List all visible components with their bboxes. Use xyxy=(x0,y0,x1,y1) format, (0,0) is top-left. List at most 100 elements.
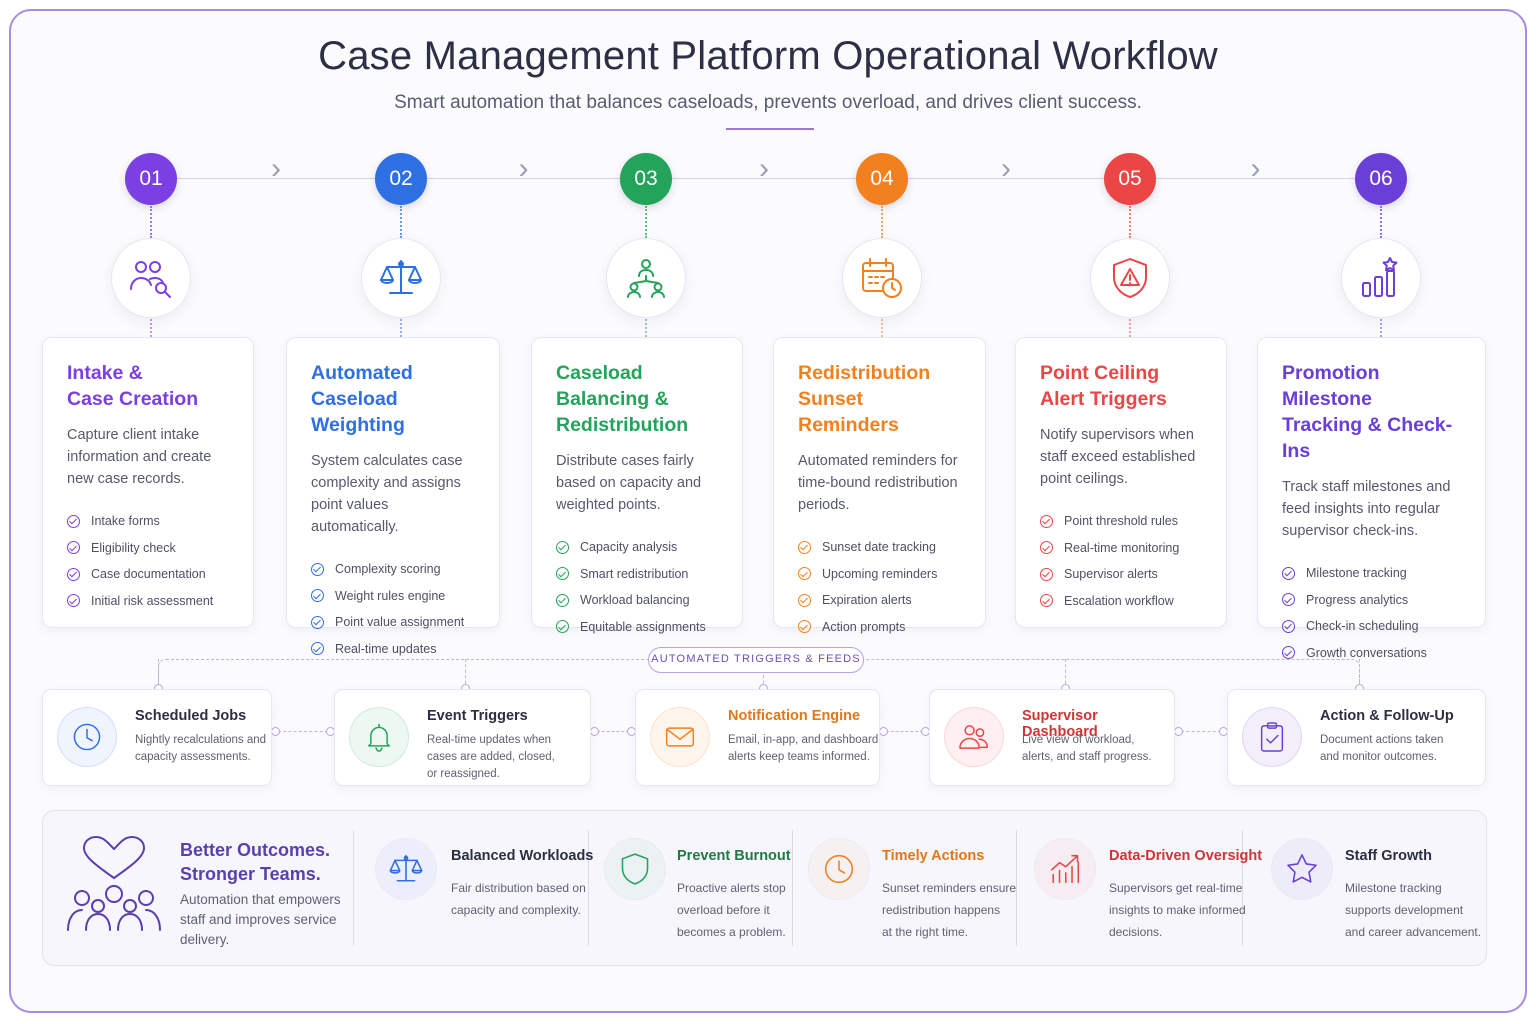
feature-label: Equitable assignments xyxy=(580,619,706,634)
triggers-label: AUTOMATED TRIGGERS & FEEDS xyxy=(648,647,864,673)
scale-icon xyxy=(375,838,437,900)
benefit-title: Timely Actions xyxy=(882,848,985,864)
step-dashed-line xyxy=(1129,206,1131,238)
trigger-connector xyxy=(597,731,629,732)
trigger-desc-line: or reassigned. xyxy=(427,768,500,780)
trigger-feed-line xyxy=(158,659,159,689)
step-title-line: Case Creation xyxy=(67,388,199,410)
step-dashed-line xyxy=(1380,206,1382,238)
step-number-4: 04 xyxy=(856,153,908,205)
page-subtitle: Smart automation that balances caseloads… xyxy=(394,92,1142,113)
feature-item: Upcoming reminders xyxy=(798,561,961,588)
benefit-desc-line: supports development xyxy=(1345,903,1464,917)
benefit-desc-line: at the right time. xyxy=(882,925,969,939)
benefit-desc-line: Supervisors get real-time xyxy=(1109,881,1243,895)
benefit-desc-line: overload before it xyxy=(677,903,770,917)
trigger-desc-line: cases are added, closed, xyxy=(427,751,555,763)
step-connector xyxy=(1156,178,1355,179)
step-description: Automated reminders for time-bound redis… xyxy=(798,453,958,513)
feature-item: Real-time monitoring xyxy=(1040,535,1202,562)
scale-icon xyxy=(361,238,441,318)
outcomes-panel xyxy=(42,810,1487,966)
feature-label: Point threshold rules xyxy=(1064,514,1178,529)
clipboard-check-icon xyxy=(1242,707,1302,767)
trigger-title: Notification Engine xyxy=(728,708,861,724)
panel-divider xyxy=(1016,830,1017,946)
benefit-desc-line: and career advancement. xyxy=(1345,925,1482,939)
panel-divider xyxy=(588,830,589,946)
feature-item: Smart redistribution xyxy=(556,561,718,588)
step-dashed-line xyxy=(645,206,647,238)
benefit-desc-line: becomes a problem. xyxy=(677,925,786,939)
feature-label: Case documentation xyxy=(91,567,206,582)
trigger-feed-line xyxy=(1065,659,1066,689)
chevron-right-icon: › xyxy=(1250,152,1261,185)
check-circle-icon xyxy=(556,593,569,607)
feature-item: Intake forms xyxy=(67,508,229,535)
feature-item: Case documentation xyxy=(67,561,229,588)
chevron-right-icon: › xyxy=(271,152,281,185)
trigger-feed-line xyxy=(465,659,466,689)
check-circle-icon xyxy=(1040,541,1053,555)
step-description: Notify supervisors when staff exceed est… xyxy=(1040,427,1196,487)
step-dashed-line xyxy=(881,206,883,238)
connector-dot xyxy=(1174,727,1183,736)
check-circle-icon xyxy=(798,540,811,554)
feature-item: Real-time updates xyxy=(311,636,475,663)
connector-dot xyxy=(271,727,280,736)
feature-label: Upcoming reminders xyxy=(822,566,938,581)
benefit-description: Fair distribution based on capacity and c… xyxy=(451,877,586,921)
feature-label: Expiration alerts xyxy=(822,593,912,608)
benefit-desc-line: capacity and complexity. xyxy=(451,903,581,917)
step-title-line: Redistribution xyxy=(556,414,689,436)
benefit-desc-line: decisions. xyxy=(1109,925,1163,939)
feature-item: Escalation workflow xyxy=(1040,588,1202,615)
check-circle-icon xyxy=(1040,514,1053,528)
team-hierarchy-icon xyxy=(606,238,686,318)
check-circle-icon xyxy=(311,589,324,603)
benefit-desc-line: Milestone tracking xyxy=(1345,881,1442,895)
panel-divider xyxy=(792,830,793,946)
panel-divider xyxy=(353,830,354,946)
step-description: Distribute cases fairly based on capacit… xyxy=(556,453,702,513)
feature-label: Smart redistribution xyxy=(580,566,689,581)
step-number-6: 06 xyxy=(1355,153,1407,205)
feature-item: Expiration alerts xyxy=(798,587,961,614)
benefit-description: Milestone tracking supports development an… xyxy=(1345,877,1481,943)
check-circle-icon xyxy=(311,615,324,629)
check-circle-icon xyxy=(1282,619,1295,633)
hero-desc-line: delivery. xyxy=(180,932,230,947)
benefit-title: Data-Driven Oversight xyxy=(1109,848,1263,864)
step-description: System calculates case complexity and as… xyxy=(311,453,463,535)
step-description: Track staff milestones and feed insights… xyxy=(1282,479,1451,539)
check-circle-icon xyxy=(1040,594,1053,608)
benefit-desc-line: Sunset reminders ensure xyxy=(882,881,1017,895)
trigger-desc-line: Live view of workload, xyxy=(1022,734,1135,746)
trigger-desc-line: and monitor outcomes. xyxy=(1320,751,1437,763)
step-dashed-line xyxy=(400,319,402,337)
trigger-desc-line: Nightly recalculations and xyxy=(135,734,267,746)
chevron-right-icon: › xyxy=(759,152,769,185)
check-circle-icon xyxy=(556,540,569,554)
benefit-desc-line: Proactive alerts stop xyxy=(677,881,786,895)
trigger-desc-line: alerts, and staff progress. xyxy=(1022,751,1152,763)
feature-label: Escalation workflow xyxy=(1064,593,1174,608)
benefit-desc-line: Fair distribution based on xyxy=(451,881,586,895)
outcomes-hero-title: Better Outcomes.Stronger Teams. xyxy=(180,838,330,886)
